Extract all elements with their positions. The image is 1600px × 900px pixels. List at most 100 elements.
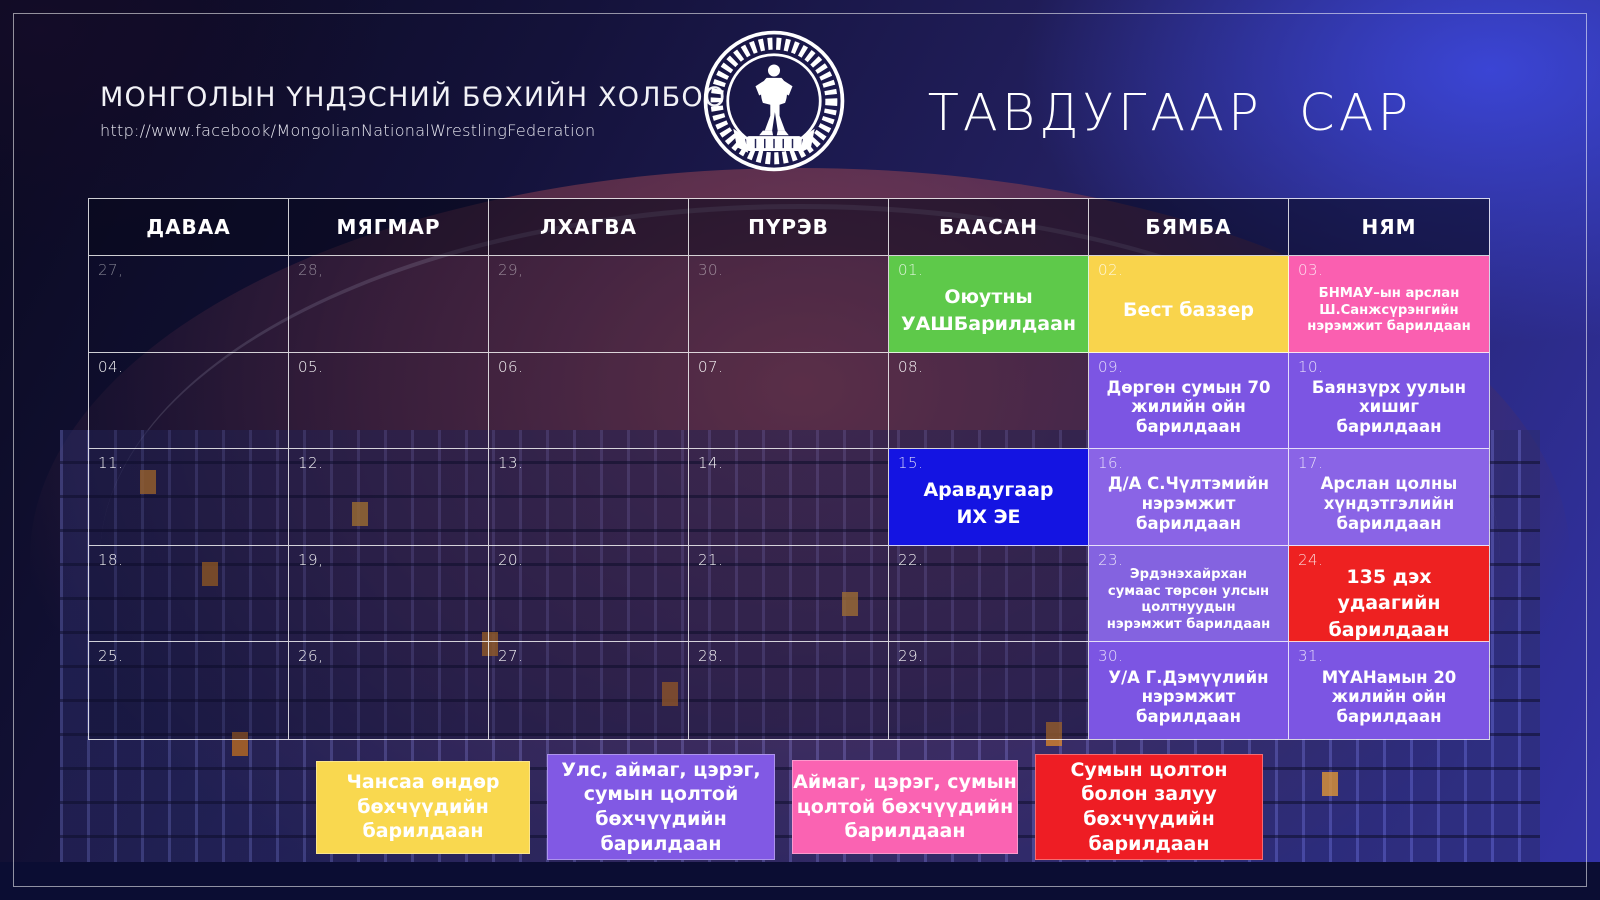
date-number: 15. [898,454,924,472]
day-header-3: ПҮРЭВ [689,199,889,256]
legend: Чансаа өндөр бөхчүүдийн барилдаан Улс, ай… [316,754,1263,860]
day-header-4: БААСАН [889,199,1089,256]
event-label: У/А Г.Дэмүүлийн нэрэмжит барилдаан [1108,667,1269,727]
calendar-cell: 06. [489,352,689,449]
legend-label: Сумын цолтон болон залуу бөхчүүдийн бари… [1070,758,1228,855]
date-number: 11. [98,454,124,472]
date-number: 13. [498,454,524,472]
calendar-cell: 26, [289,642,489,739]
date-number: 02. [1098,261,1124,279]
date-number: 19, [298,550,324,569]
date-number: 23. [1098,550,1124,569]
date-number: 28, [298,261,324,279]
calendar-cell: 27. [489,642,689,739]
calendar-cell: 29, [489,256,689,353]
date-number: 10. [1298,357,1324,376]
legend-item: Сумын цолтон болон залуу бөхчүүдийн бари… [1035,754,1263,860]
date-number: 30. [698,261,724,279]
calendar-cell: 17. Арслан цолны хүндэтгэлийн барилдаан [1289,449,1489,546]
calendar-cell: 29. [889,642,1089,739]
wrestler-emblem-icon [703,30,845,172]
calendar-cell: 30. [689,256,889,353]
date-number: 29. [898,647,924,665]
event-label: 135 дэх удаагийн барилдаан [1328,565,1450,641]
federation-logo [700,27,848,175]
org-title: МОНГОЛЫН ҮНДЭСНИЙ БӨХИЙН ХОЛБОО [100,82,727,113]
date-number: 26, [298,647,324,665]
date-number: 24. [1298,550,1324,569]
date-number: 01. [898,261,924,279]
calendar-cell: 18. [89,545,289,642]
day-header-2: ЛХАГВА [489,199,689,256]
calendar-cell: 30. У/А Г.Дэмүүлийн нэрэмжит барилдаан [1089,642,1289,739]
calendar-cell: 24.135 дэх удаагийн барилдаан [1289,545,1489,642]
calendar-cell: 14. [689,449,889,546]
event-label: Аравдугаар ИХ ЭЕ [923,479,1054,528]
legend-item: Аймаг, цэрэг, сумын цолтой бөхчүүдийн ба… [792,760,1018,854]
date-number: 14. [698,454,724,472]
calendar-cell: 11. [89,449,289,546]
date-number: 17. [1298,454,1324,472]
legend-item: Улс, аймаг, цэрэг, сумын цолтой бөхчүүди… [547,754,775,860]
date-number: 27. [498,647,524,665]
calendar-cell: 22. [889,545,1089,642]
background-lit-windows [140,470,156,494]
calendar-cell: 13. [489,449,689,546]
calendar-cell: 21. [689,545,889,642]
date-number: 03. [1298,261,1324,279]
calendar-cell: 04. [89,352,289,449]
calendar-cell: 01. Оюутны УАШБарилдаан [889,256,1089,353]
calendar-cell: 16.Д/А С.Чүлтэмийн нэрэмжит барилдаан [1089,449,1289,546]
calendar-cell: 02. Бест баззер [1089,256,1289,353]
calendar-cell: 09.Дөргөн сумын 70 жилийн ойн барилдаан [1089,352,1289,449]
event-label: Эрдэнэхайрхан сумаас төрсөн улсын цолтну… [1106,567,1271,632]
calendar-cell: 05. [289,352,489,449]
date-number: 31. [1298,647,1324,665]
calendar-cell: 07. [689,352,889,449]
calendar-cell: 03.БНМАУ–ын арслан Ш.Санжсүрэнгийн нэрэм… [1289,256,1489,353]
legend-label: Чансаа өндөр бөхчүүдийн барилдаан [346,770,500,843]
facebook-url[interactable]: http://www.facebook/MongolianNationalWre… [100,121,596,140]
date-number: 06. [498,357,524,376]
legend-item: Чансаа өндөр бөхчүүдийн барилдаан [316,760,530,854]
month-title: ТАВДУГААР САР [927,84,1413,143]
day-header-0: ДАВАА [89,199,289,256]
date-number: 08. [898,357,924,376]
calendar-cell: 19, [289,545,489,642]
calendar-cell: 23.Эрдэнэхайрхан сумаас төрсөн улсын цол… [1089,545,1289,642]
date-number: 22. [898,550,924,569]
calendar-cell: 28. [689,642,889,739]
event-label: Дөргөн сумын 70 жилийн ойн барилдаан [1106,377,1271,437]
date-number: 29, [498,261,524,279]
calendar-cell: 31. МҮАНамын 20 жилийн ойн барилдаан [1289,642,1489,739]
calendar-cell: 08. [889,352,1089,449]
day-header-6: НЯМ [1289,199,1489,256]
date-number: 04. [98,357,124,376]
event-label: Арслан цолны хүндэтгэлийн барилдаан [1320,474,1458,533]
date-number: 09. [1098,357,1124,376]
legend-label: Улс, аймаг, цэрэг, сумын цолтой бөхчүүди… [561,758,761,855]
calendar-cell: 20. [489,545,689,642]
date-number: 12. [298,454,324,472]
calendar-cell: 27, [89,256,289,353]
calendar-cell: 10.Баянзүрх уулын хишиг барилдаан [1289,352,1489,449]
date-number: 18. [98,550,124,569]
date-number: 07. [698,357,724,376]
date-number: 20. [498,550,524,569]
event-label: МҮАНамын 20 жилийн ойн барилдаан [1321,667,1457,727]
date-number: 05. [298,357,324,376]
calendar-cell: 25. [89,642,289,739]
legend-label: Аймаг, цэрэг, сумын цолтой бөхчүүдийн ба… [793,770,1017,843]
date-number: 28. [698,647,724,665]
event-label: Баянзүрх уулын хишиг барилдаан [1311,377,1467,437]
day-header-1: МЯГМАР [289,199,489,256]
day-header-5: БЯМБА [1089,199,1289,256]
date-number: 30. [1098,647,1124,665]
event-label: Оюутны УАШБарилдаан [900,286,1077,335]
date-number: 27, [98,261,124,279]
date-number: 25. [98,647,124,665]
calendar-cell: 15. Аравдугаар ИХ ЭЕ [889,449,1089,546]
event-label: Бест баззер [1123,299,1254,322]
